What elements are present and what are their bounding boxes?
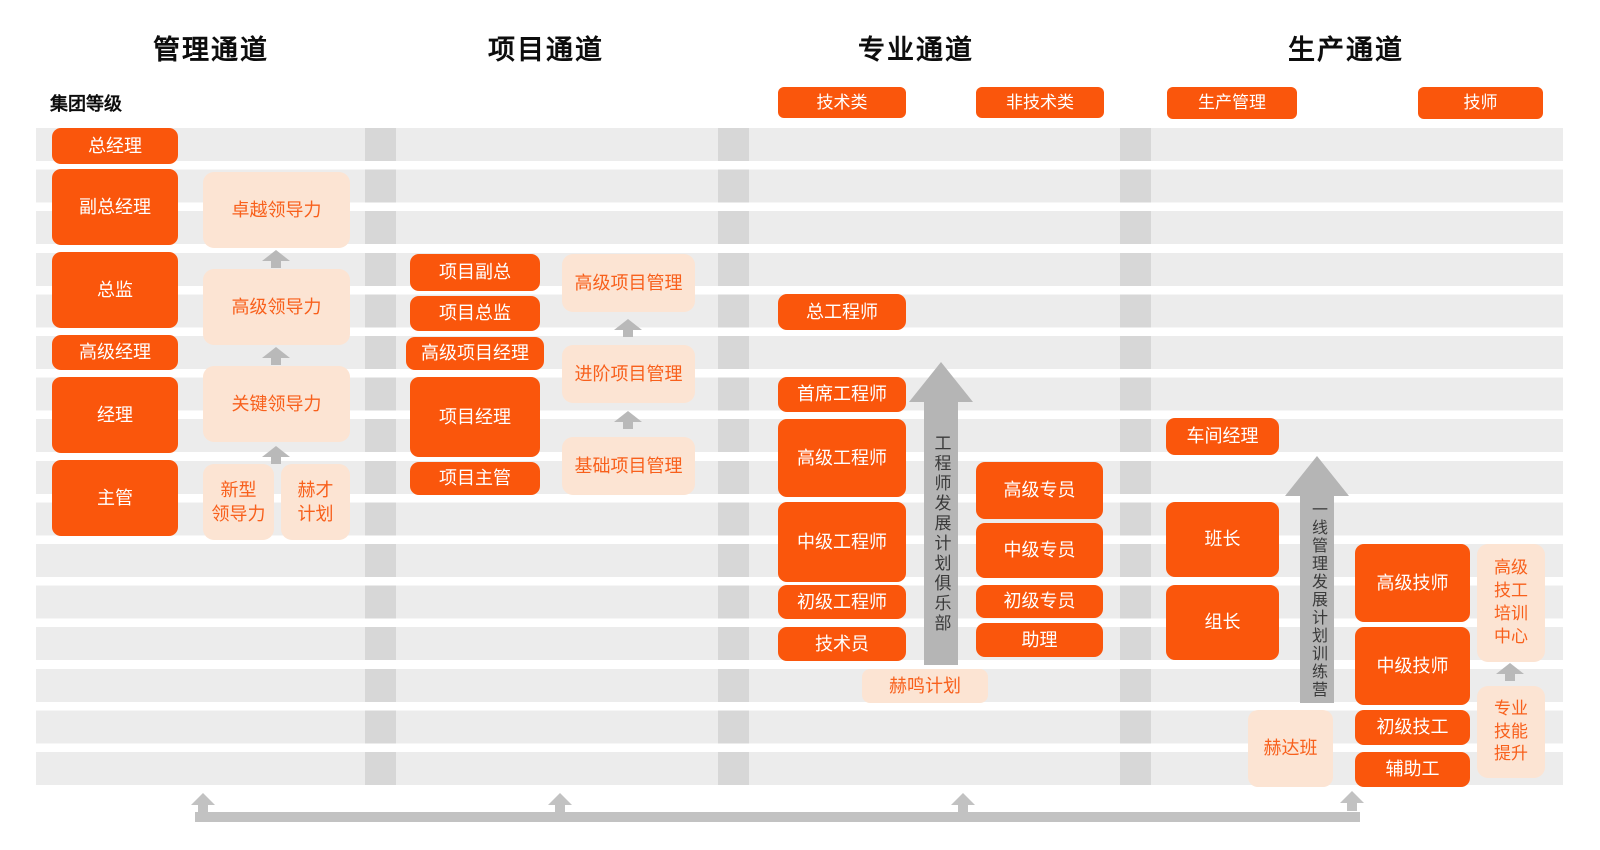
bottom-connector-up-arrow: [548, 793, 572, 813]
professional-role-junior-engineer: 初级工程师: [778, 585, 906, 619]
category-pill-production-management: 生产管理: [1167, 87, 1297, 119]
channel-title-production: 生产通道: [1288, 35, 1404, 65]
heda-class-box: 赫达班: [1248, 710, 1333, 787]
program-advanced-project-mgmt: 高级项目管理: [562, 254, 695, 312]
channel-title-project: 项目通道: [488, 35, 604, 65]
program-hecai-plan: 赫才 计划: [281, 464, 350, 540]
production-role-intermediate-technician: 中级技师: [1355, 627, 1470, 705]
category-pill-non-technical: 非技术类: [976, 87, 1104, 118]
arrow-head-icon: [909, 362, 973, 402]
professional-role-senior-specialist: 高级专员: [976, 462, 1103, 519]
channel-separator-2: [718, 128, 749, 785]
frontline-camp-arrow: 一线管理发展计划训练营: [1285, 456, 1349, 703]
professional-role-assistant: 助理: [976, 623, 1103, 657]
professional-role-technician: 技术员: [778, 627, 906, 661]
professional-role-intermediate-specialist: 中级专员: [976, 523, 1103, 578]
project-role-vp: 项目副总: [410, 254, 540, 291]
production-role-workshop-manager: 车间经理: [1166, 418, 1279, 455]
arrow-head-icon: [1285, 456, 1349, 496]
production-role-senior-technician: 高级技师: [1355, 544, 1470, 622]
program-basic-project-mgmt: 基础项目管理: [562, 437, 695, 495]
professional-role-principal-engineer: 首席工程师: [778, 377, 906, 412]
management-role-manager: 经理: [52, 377, 178, 453]
management-role-director: 总监: [52, 252, 178, 328]
project-role-senior-pm: 高级项目经理: [406, 337, 544, 370]
bottom-connector-up-arrow: [951, 793, 975, 813]
program-new-leadership: 新型 领导力: [203, 464, 274, 540]
bottom-connector-line: [195, 812, 1360, 822]
production-role-junior-worker: 初级技工: [1355, 710, 1470, 745]
project-role-supervisor: 项目主管: [410, 462, 540, 495]
category-pill-technical: 技术类: [778, 87, 906, 118]
professional-role-junior-specialist: 初级专员: [976, 585, 1103, 618]
project-role-director: 项目总监: [410, 296, 540, 331]
channel-separator-1: [365, 128, 396, 785]
up-arrow-icon: [1496, 663, 1524, 681]
management-role-deputy-general-manager: 副总经理: [52, 169, 178, 245]
up-arrow-icon: [262, 347, 290, 365]
training-center-box: 高级 技工 培训 中心: [1477, 544, 1545, 662]
professional-role-intermediate-engineer: 中级工程师: [778, 502, 906, 582]
professional-role-senior-engineer: 高级工程师: [778, 419, 906, 497]
up-arrow-icon: [262, 250, 290, 268]
project-role-pm: 项目经理: [410, 377, 540, 457]
production-role-auxiliary-worker: 辅助工: [1355, 752, 1470, 787]
up-arrow-icon: [614, 411, 642, 429]
heming-plan-box: 赫鸣计划: [862, 669, 988, 703]
bottom-connector-up-arrow: [1340, 791, 1364, 811]
production-role-shift-leader: 班长: [1166, 502, 1279, 577]
management-role-senior-manager: 高级经理: [52, 335, 178, 370]
channel-title-management: 管理通道: [153, 35, 269, 65]
engineer-club-arrow: 工程师发展计划俱乐部: [909, 362, 973, 665]
program-senior-leadership: 高级领导力: [203, 269, 350, 345]
program-key-leadership: 关键领导力: [203, 366, 350, 442]
group-level-label: 集团等级: [50, 94, 122, 114]
management-role-supervisor: 主管: [52, 460, 178, 536]
channel-title-professional: 专业通道: [858, 35, 974, 65]
professional-role-chief-engineer: 总工程师: [778, 294, 906, 330]
bottom-connector-up-arrow: [191, 793, 215, 813]
category-pill-technician: 技师: [1418, 87, 1543, 119]
production-role-team-leader: 组长: [1166, 585, 1279, 660]
management-role-general-manager: 总经理: [52, 128, 178, 164]
frontline-camp-arrow-label: 一线管理发展计划训练营: [1309, 500, 1326, 699]
skill-upgrade-box: 专业 技能 提升: [1477, 686, 1545, 778]
channel-separator-3: [1120, 128, 1151, 785]
program-intermediate-project-mgmt: 进阶项目管理: [562, 345, 695, 403]
program-excellence-leadership: 卓越领导力: [203, 172, 350, 248]
engineer-club-arrow-label: 工程师发展计划俱乐部: [931, 433, 951, 634]
up-arrow-icon: [262, 446, 290, 464]
up-arrow-icon: [614, 319, 642, 337]
